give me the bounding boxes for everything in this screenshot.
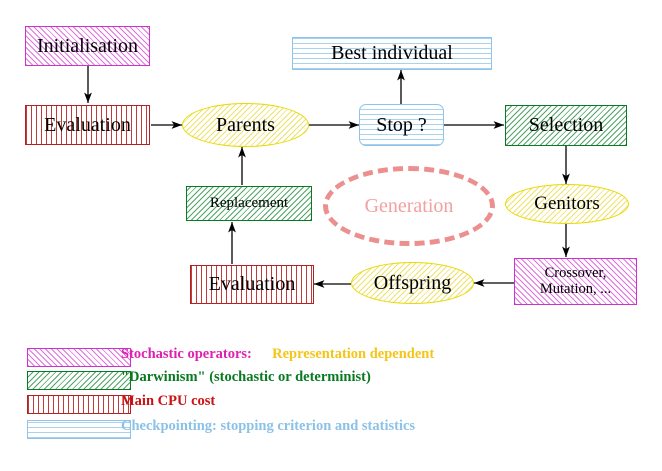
node-selection[interactable]: Selection: [505, 105, 627, 146]
node-crossover-mutation[interactable]: Crossover, Mutation, ...: [514, 258, 637, 305]
legend-row-darwinism: "Darwinism" (stochastic or determinist): [121, 369, 371, 386]
legend-swatch-main-cpu-cost: [27, 395, 131, 414]
legend-row-main-cpu-cost: Main CPU cost: [121, 393, 215, 410]
legend-label-darwinism: "Darwinism" (stochastic or determinist): [121, 369, 371, 385]
node-selection-label: Selection: [528, 114, 604, 136]
node-best-individual-label: Best individual: [331, 42, 453, 64]
legend-label-representation-dependent: Representation dependent: [272, 346, 435, 362]
node-crossover-line1: Crossover,: [544, 265, 607, 282]
node-evaluation-top[interactable]: Evaluation: [25, 105, 150, 145]
legend-label-main-cpu-cost: Main CPU cost: [121, 393, 216, 409]
node-parents-label: Parents: [216, 113, 275, 136]
node-stop-label: Stop ?: [376, 113, 427, 136]
node-generation: Generation: [323, 166, 495, 246]
node-evaluation-top-label: Evaluation: [44, 113, 131, 136]
legend-swatch-stochastic-operators: [27, 348, 131, 367]
node-initialisation-label: Initialisation: [36, 34, 139, 57]
node-best-individual[interactable]: Best individual: [292, 37, 492, 70]
node-crossover-line2: Mutation, ...: [539, 280, 612, 297]
node-evaluation-bottom-label: Evaluation: [208, 273, 296, 295]
legend-swatch-darwinism: [27, 371, 131, 390]
node-genitors[interactable]: Genitors: [505, 184, 629, 224]
legend-row-stochastic-operators: Stochastic operators: Representation dep…: [121, 346, 434, 363]
legend-label-stochastic-operators: Stochastic operators:: [121, 346, 252, 362]
legend-row-checkpointing: Checkpointing: stopping criterion and st…: [121, 418, 415, 435]
node-offspring-label: Offspring: [373, 271, 452, 294]
legend-swatch-checkpointing: [27, 420, 131, 439]
node-evaluation-bottom[interactable]: Evaluation: [190, 265, 314, 304]
node-generation-label: Generation: [364, 194, 454, 217]
node-parents[interactable]: Parents: [182, 103, 309, 147]
node-replacement[interactable]: Replacement: [186, 186, 312, 221]
node-initialisation[interactable]: Initialisation: [25, 26, 150, 66]
node-stop[interactable]: Stop ?: [359, 104, 444, 146]
node-replacement-label: Replacement: [209, 194, 289, 211]
legend-label-checkpointing: Checkpointing: stopping criterion and st…: [121, 418, 416, 434]
node-offspring[interactable]: Offspring: [351, 262, 474, 304]
node-genitors-label: Genitors: [534, 193, 600, 215]
